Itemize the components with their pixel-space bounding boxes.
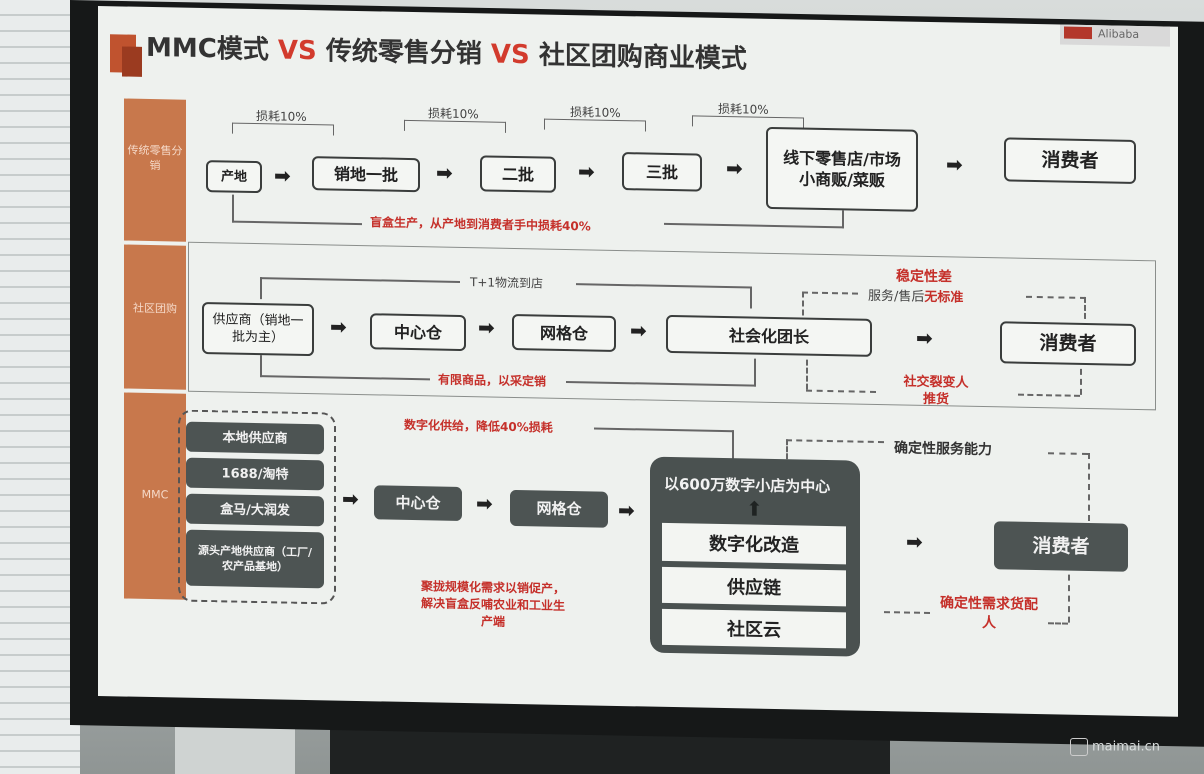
node-supplier: 供应商（销地一批为主） [202, 301, 314, 357]
dashed-connector [1080, 368, 1082, 395]
dashed-connector [1068, 574, 1070, 623]
node-central-warehouse: 中心仓 [374, 485, 462, 521]
connector [732, 430, 734, 461]
stock-note: 有限商品，以采定销 [438, 372, 547, 389]
arrow-right-icon: ➡ [274, 163, 291, 188]
viral-note: 社交裂变人推货 [903, 374, 969, 408]
scale-demand-note: 聚拢规模化需求以销促产，解决盲盒反哺农业和工业生产端 [420, 579, 565, 629]
node-origin: 产地 [206, 160, 262, 194]
node-wholesale-3: 三批 [622, 152, 702, 192]
connector [664, 222, 844, 229]
maimai-logo-icon [1070, 738, 1088, 756]
connector [232, 194, 234, 223]
node-grid-warehouse: 网格仓 [510, 489, 608, 528]
service-capability-note: 确定性服务能力 [894, 440, 992, 459]
arrow-right-icon: ➡ [342, 486, 359, 512]
logo-mark-accent [122, 46, 142, 77]
node-consumer: 消费者 [1000, 321, 1136, 366]
node-wholesale-2: 二批 [480, 155, 556, 193]
supplier-hema: 盒马/大润发 [186, 493, 324, 527]
loss-bracket [232, 122, 334, 136]
dashed-connector [1084, 296, 1086, 319]
hub-item-community-cloud: 社区云 [662, 608, 846, 649]
arrow-right-icon: ➡ [916, 325, 933, 351]
slide-title: MMC模式 VS 传统零售分销 VS 社区团购商业模式 [146, 32, 747, 75]
connector [260, 355, 262, 378]
arrow-right-icon: ➡ [630, 318, 647, 343]
node-consumer: 消费者 [994, 521, 1128, 572]
arrow-right-icon: ➡ [906, 529, 923, 554]
dashed-connector [884, 611, 930, 614]
node-central-warehouse: 中心仓 [370, 313, 466, 352]
connector [232, 220, 362, 226]
dashed-connector [1088, 453, 1090, 522]
logistics-note: T+1物流到店 [470, 275, 544, 291]
loss-bracket [404, 119, 506, 133]
corner-logo: Alibaba [1060, 22, 1170, 47]
node-grid-warehouse: 网格仓 [512, 313, 616, 352]
arrow-right-icon: ➡ [946, 152, 963, 177]
arrow-right-icon: ➡ [578, 159, 595, 184]
supplier-local: 本地供应商 [186, 421, 324, 455]
node-wholesale-1: 销地一批 [312, 156, 420, 193]
node-group-leader: 社会化团长 [666, 314, 872, 357]
digital-store-hub: 以600万数字小店为中心 ⬆ 数字化改造 供应链 社区云 [650, 456, 860, 657]
node-consumer: 消费者 [1004, 137, 1136, 184]
sidebar-row1: 传统零售分销 [124, 98, 186, 242]
service-note: 服务/售后无标准 [868, 288, 964, 306]
node-retail: 线下零售店/市场小商贩/菜贩 [766, 126, 918, 212]
dashed-connector [802, 291, 804, 316]
loss-bracket [544, 118, 646, 132]
arrow-right-icon: ➡ [478, 315, 495, 340]
connector [594, 427, 734, 433]
hub-title: 以600万数字小店为中心 [664, 474, 831, 497]
loss-note: 盲盒生产，从产地到消费者手中损耗40% [370, 215, 591, 234]
supplier-1688: 1688/淘特 [186, 457, 324, 491]
sidebar-row2: 社区团购 [124, 244, 186, 390]
arrow-right-icon: ➡ [330, 314, 347, 339]
dashed-connector [1048, 622, 1068, 625]
dashed-connector [806, 359, 808, 390]
dashed-connector [1048, 452, 1088, 456]
connector [260, 277, 262, 300]
connector [754, 358, 756, 387]
dashed-connector [786, 439, 788, 460]
corner-logo-mark [1064, 26, 1092, 40]
digital-supply-note: 数字化供给，降低40%损耗 [404, 417, 553, 435]
arrow-right-icon: ➡ [436, 160, 453, 185]
hub-item-supply-chain: 供应链 [662, 566, 846, 607]
connector [842, 210, 844, 229]
hub-item-digitalization: 数字化改造 [662, 522, 846, 565]
demand-note: 确定性需求货配人 [940, 595, 1038, 632]
connector [750, 286, 752, 309]
arrow-right-icon: ➡ [618, 497, 635, 523]
stability-note: 稳定性差 [896, 268, 952, 286]
tv-screen: MMC模式 VS 传统零售分销 VS 社区团购商业模式 Alibaba 传统零售… [98, 6, 1178, 717]
arrow-right-icon: ➡ [726, 156, 743, 181]
window-blinds [0, 0, 80, 774]
sidebar-row3: MMC [124, 392, 186, 600]
arrow-right-icon: ➡ [476, 491, 493, 516]
watermark: maimai.cn [1070, 738, 1160, 756]
dashed-connector [786, 439, 884, 444]
supplier-source: 源头产地供应商（工厂/农产品基地） [186, 529, 324, 589]
arrow-up-icon: ⬆ [746, 496, 763, 521]
